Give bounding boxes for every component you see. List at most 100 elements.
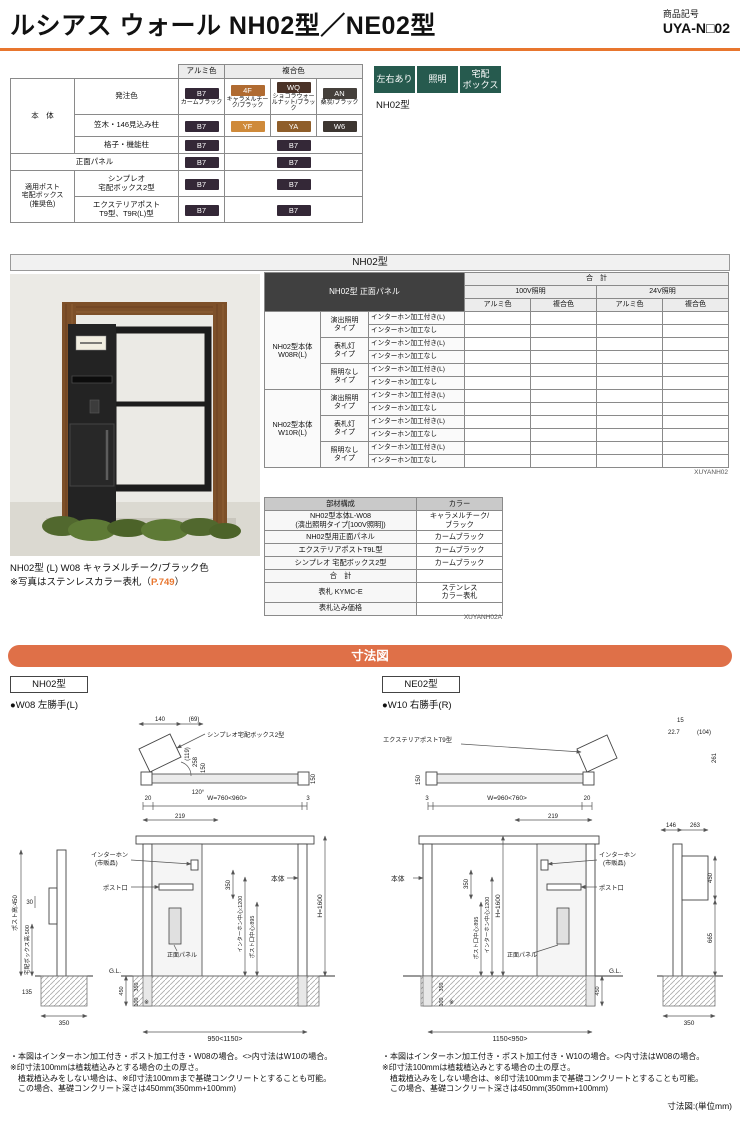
dim-30: 30 — [26, 900, 33, 906]
parts-row-color: カームブラック — [416, 543, 503, 557]
parts-row-color: カームブラック — [416, 530, 503, 544]
badge-delivery-box: 宅配 ボックス — [460, 66, 501, 93]
spec-type-hyosatsu: 表札灯 タイプ — [320, 337, 369, 364]
color-cell: B7 — [178, 136, 225, 154]
dim-20: 20 — [584, 796, 591, 802]
price-cell — [662, 311, 730, 325]
photo-plants — [42, 516, 241, 541]
asterisk-mark: ※ — [449, 1000, 454, 1006]
dim-119: (119) — [185, 747, 191, 761]
dim-104: (104) — [697, 730, 711, 736]
spec-option-with: インターホン加工付き(L) — [367, 441, 466, 455]
dim-foundation-450: 450 — [595, 986, 601, 995]
label-gl: G.L. — [109, 968, 121, 975]
color-chip-b7: B7 — [184, 178, 219, 190]
price-cell — [662, 337, 730, 351]
page-title: ルシアス ウォール NH02型／NE02型 — [10, 12, 436, 40]
color-cell: W6 — [315, 114, 364, 137]
row-order-color: 発注色 — [74, 78, 179, 115]
color-cell: WQ ショコラウォールナット/ブラック — [270, 78, 317, 115]
price-cell — [464, 441, 532, 455]
spec-option-without: インターホン加工なし — [367, 324, 466, 338]
dim-intercom-center: インターホン中心:1200 — [236, 896, 244, 953]
price-spec-table: NH02型 正面パネル 合 計 100V照明 24V照明 アルミ色 複合色 アル… — [263, 272, 730, 468]
price-cell — [530, 415, 598, 429]
spec-option-without: インターホン加工なし — [367, 376, 466, 390]
dim-slot-center: ポスト口中心:895 — [248, 916, 256, 959]
price-cell — [530, 389, 598, 403]
dim-foundation-450: 450 — [119, 986, 125, 995]
color-chip-b7: B7 — [184, 140, 219, 151]
label-gl: G.L. — [609, 968, 621, 975]
figure-code: XUYANH02 — [694, 469, 728, 476]
dim-width: W=960<760> — [487, 795, 527, 802]
color-chip-yf: YF — [230, 120, 265, 132]
dim-150: 150 — [416, 774, 422, 785]
spec-body-w08: NH02型本体 W08R(L) — [264, 311, 321, 390]
dim-135: 135 — [22, 990, 33, 996]
photo-function-wall — [68, 324, 116, 526]
price-cell — [464, 337, 532, 351]
dim-258: 258 — [193, 756, 199, 767]
price-cell — [530, 324, 598, 338]
photo-note: ※写真はステンレスカラー表札（P.749） — [10, 574, 184, 588]
price-cell — [662, 441, 730, 455]
price-cell — [530, 428, 598, 442]
dim-slot-center: ポスト口中心:895 — [472, 917, 480, 960]
dim-post-height: ポスト高:450 — [11, 895, 19, 931]
price-cell — [662, 376, 730, 390]
label-exterior-post: エクステリアポストT9型 — [383, 736, 452, 744]
page-ref-link[interactable]: P.749 — [150, 577, 175, 588]
price-cell — [596, 363, 664, 377]
label-intercom-2: (市販品) — [95, 859, 118, 867]
price-cell — [464, 454, 532, 468]
side-view: 146 263 450 665 350 — [657, 823, 723, 1027]
badge-left-right: 左右あり — [374, 66, 415, 93]
color-cell: YF — [224, 114, 271, 137]
price-cell — [596, 311, 664, 325]
price-cell — [530, 441, 598, 455]
spec-option-without: インターホン加工なし — [367, 454, 466, 468]
color-chip-b7: B7 — [276, 204, 311, 216]
price-cell — [662, 363, 730, 377]
parts-row-color — [416, 601, 503, 616]
note-line: この場合、基礎コンクリート深さは450mm(350mm+100mm) — [10, 1084, 237, 1094]
color-chip-name: キャラメルチーク/ブラック — [226, 96, 269, 109]
spec-option-with: インターホン加工付き(L) — [367, 363, 466, 377]
color-chip-b7: B7 — [184, 157, 219, 168]
price-cell — [596, 415, 664, 429]
price-cell — [662, 428, 730, 442]
price-cell — [464, 363, 532, 377]
dim-150a: 150 — [201, 762, 207, 773]
label-body: 本体 — [391, 874, 405, 883]
note-line: ・本図はインターホン加工付き・ポスト加工付き・W08の場合。<>内寸法はW10の… — [10, 1052, 333, 1061]
spec-option-with: インターホン加工付き(L) — [367, 415, 466, 429]
price-cell — [662, 454, 730, 468]
price-cell — [596, 389, 664, 403]
photo-note-close: ） — [174, 577, 185, 588]
row-front-panel: 正面パネル — [10, 153, 179, 171]
color-chip-b7: B7 — [276, 140, 311, 151]
product-code: UYA-N□02 — [662, 20, 730, 36]
price-cell — [662, 402, 730, 416]
spec-corner-header: NH02型 正面パネル — [263, 272, 466, 312]
unit-note: 寸法図:(単位mm) — [667, 1101, 732, 1111]
dimension-diagram-ne02: エクステリアポストT9型 3 W=960<760> 20 219 150 15 … — [383, 718, 723, 1043]
price-cell — [596, 324, 664, 338]
dim-350-side: 350 — [684, 1020, 695, 1027]
diagram-variant-w10: ●W10 右勝手(R) — [382, 700, 452, 711]
dim-15: 15 — [677, 718, 684, 724]
price-cell — [530, 376, 598, 390]
dim-3: 3 — [425, 796, 429, 802]
dim-69: (69) — [189, 717, 200, 723]
color-spec-table: アルミ色 複合色 本 体 発注色 B7 カームブラック 4F キャラメルチーク/… — [10, 64, 364, 223]
price-cell — [662, 324, 730, 338]
dimension-section-bar: 寸法図 — [8, 645, 732, 667]
color-cell: B7 — [178, 170, 225, 197]
color-chip-b7: B7 — [276, 178, 311, 190]
diagram-notes-right: ・本図はインターホン加工付き・ポスト加工付き・W10の場合。<>内寸法はW08の… — [382, 1052, 734, 1095]
price-cell — [662, 389, 730, 403]
dim-150b: 150 — [311, 773, 317, 784]
dim-350: 350 — [464, 878, 470, 889]
figure-code: XUYANH02A — [463, 614, 502, 621]
